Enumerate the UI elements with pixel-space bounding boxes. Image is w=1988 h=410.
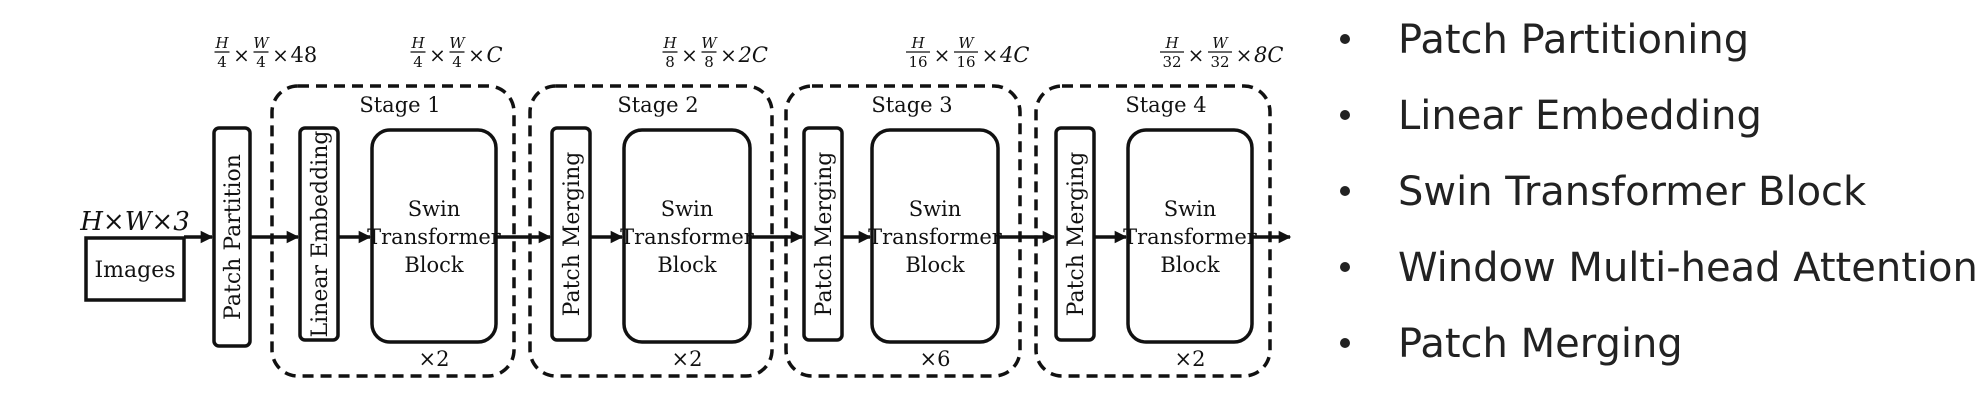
swin-block-3-label: Swin Transformer Block <box>868 197 1003 277</box>
partition-dims: H4×W4×48 <box>214 34 317 71</box>
bullet-item: Patch Merging <box>1334 314 1974 390</box>
stage-1-container <box>270 84 516 378</box>
stage-2-title: Stage 2 <box>617 93 698 117</box>
svg-text:2C: 2C <box>738 43 768 67</box>
stage-4-repeat: ×2 <box>1175 347 1206 371</box>
svg-text:×: × <box>233 43 250 67</box>
svg-text:Block: Block <box>1160 253 1220 277</box>
svg-text:8: 8 <box>665 53 675 71</box>
svg-text:W: W <box>701 34 718 52</box>
svg-text:Transformer: Transformer <box>868 225 1003 249</box>
svg-text:×: × <box>681 43 698 67</box>
svg-text:×: × <box>272 43 289 67</box>
svg-text:Block: Block <box>905 253 965 277</box>
stage-1-dims: H4×W4×C <box>410 34 502 71</box>
patch-merging-label-2: Patch Merging <box>560 152 585 317</box>
patch-merging-box-2 <box>550 126 592 342</box>
patch-merging-box-3 <box>802 126 844 342</box>
svg-text:×: × <box>429 43 446 67</box>
svg-text:Transformer: Transformer <box>367 225 502 249</box>
svg-text:W: W <box>1212 34 1229 52</box>
svg-text:4C: 4C <box>999 43 1029 67</box>
svg-text:8: 8 <box>704 53 714 71</box>
linear-embedding-box <box>298 126 340 342</box>
stage-2-repeat: ×2 <box>672 347 703 371</box>
svg-text:16: 16 <box>956 53 975 71</box>
input-shape-label: H×W×3 <box>79 207 190 237</box>
swin-block-2-label: Swin Transformer Block <box>620 197 755 277</box>
stage-1-repeat: ×2 <box>419 347 450 371</box>
svg-text:4: 4 <box>256 53 266 71</box>
svg-text:×: × <box>982 43 999 67</box>
bullet-dot-icon <box>1340 186 1350 196</box>
images-box <box>84 236 186 302</box>
bullet-list: Patch Partitioning Linear Embedding Swin… <box>1334 10 1978 390</box>
stage-4-title: Stage 4 <box>1125 93 1206 117</box>
svg-text:Transformer: Transformer <box>620 225 755 249</box>
stage-2-dims: H8×W8×2C <box>662 34 767 71</box>
patch-merging-label-4: Patch Merging <box>1064 152 1089 317</box>
svg-text:48: 48 <box>291 43 318 67</box>
svg-text:H: H <box>910 34 925 52</box>
bullet-dot-icon <box>1340 110 1350 120</box>
svg-text:32: 32 <box>1210 53 1229 71</box>
stage-4-dims: H32×W32×8C <box>1160 34 1283 71</box>
svg-text:C: C <box>487 43 503 67</box>
bullet-item: Linear Embedding <box>1334 86 1974 162</box>
stage-3-container <box>784 84 1022 378</box>
svg-text:×: × <box>934 43 951 67</box>
stage-2-container <box>528 84 774 378</box>
svg-text:Block: Block <box>404 253 464 277</box>
svg-text:×: × <box>1188 43 1205 67</box>
svg-text:Swin: Swin <box>408 197 461 221</box>
svg-text:Block: Block <box>657 253 717 277</box>
svg-text:32: 32 <box>1162 53 1181 71</box>
svg-text:16: 16 <box>908 53 927 71</box>
svg-text:×: × <box>468 43 485 67</box>
svg-text:8C: 8C <box>1254 43 1283 67</box>
svg-text:×: × <box>720 43 737 67</box>
patch-partition-label: Patch Partition <box>221 154 246 320</box>
stage-3-repeat: ×6 <box>920 347 951 371</box>
stage-3-title: Stage 3 <box>871 93 952 117</box>
svg-text:4: 4 <box>452 53 462 71</box>
svg-text:W: W <box>449 34 466 52</box>
stage-3-dims: H16×W16×4C <box>906 34 1029 71</box>
stage-1-title: Stage 1 <box>359 93 440 117</box>
bullet-item: Window Multi-head Attention <box>1334 238 1978 314</box>
stage-4-container <box>1034 84 1272 378</box>
bullet-dot-icon <box>1340 262 1350 272</box>
svg-text:4: 4 <box>217 53 227 71</box>
images-label: Images <box>94 258 175 283</box>
svg-text:H: H <box>410 34 425 52</box>
bullet-dot-icon <box>1340 34 1350 44</box>
svg-text:W: W <box>253 34 270 52</box>
patch-merging-label-3: Patch Merging <box>812 152 837 317</box>
bullet-dot-icon <box>1340 338 1350 348</box>
swin-block-1-label: Swin Transformer Block <box>367 197 502 277</box>
swin-block-4-label: Swin Transformer Block <box>1123 197 1258 277</box>
svg-text:H: H <box>1164 34 1179 52</box>
svg-text:H: H <box>214 34 229 52</box>
svg-text:Swin: Swin <box>661 197 714 221</box>
svg-text:×: × <box>1236 43 1253 67</box>
svg-text:4: 4 <box>413 53 423 71</box>
linear-embedding-label: Linear Embedding <box>308 131 333 338</box>
svg-text:H: H <box>662 34 677 52</box>
bullet-item: Patch Partitioning <box>1334 10 1974 86</box>
svg-text:W: W <box>958 34 975 52</box>
bullet-item: Swin Transformer Block <box>1334 162 1974 238</box>
patch-merging-box-4 <box>1054 126 1096 342</box>
svg-text:Swin: Swin <box>909 197 962 221</box>
svg-text:Swin: Swin <box>1164 197 1217 221</box>
svg-text:Transformer: Transformer <box>1123 225 1258 249</box>
